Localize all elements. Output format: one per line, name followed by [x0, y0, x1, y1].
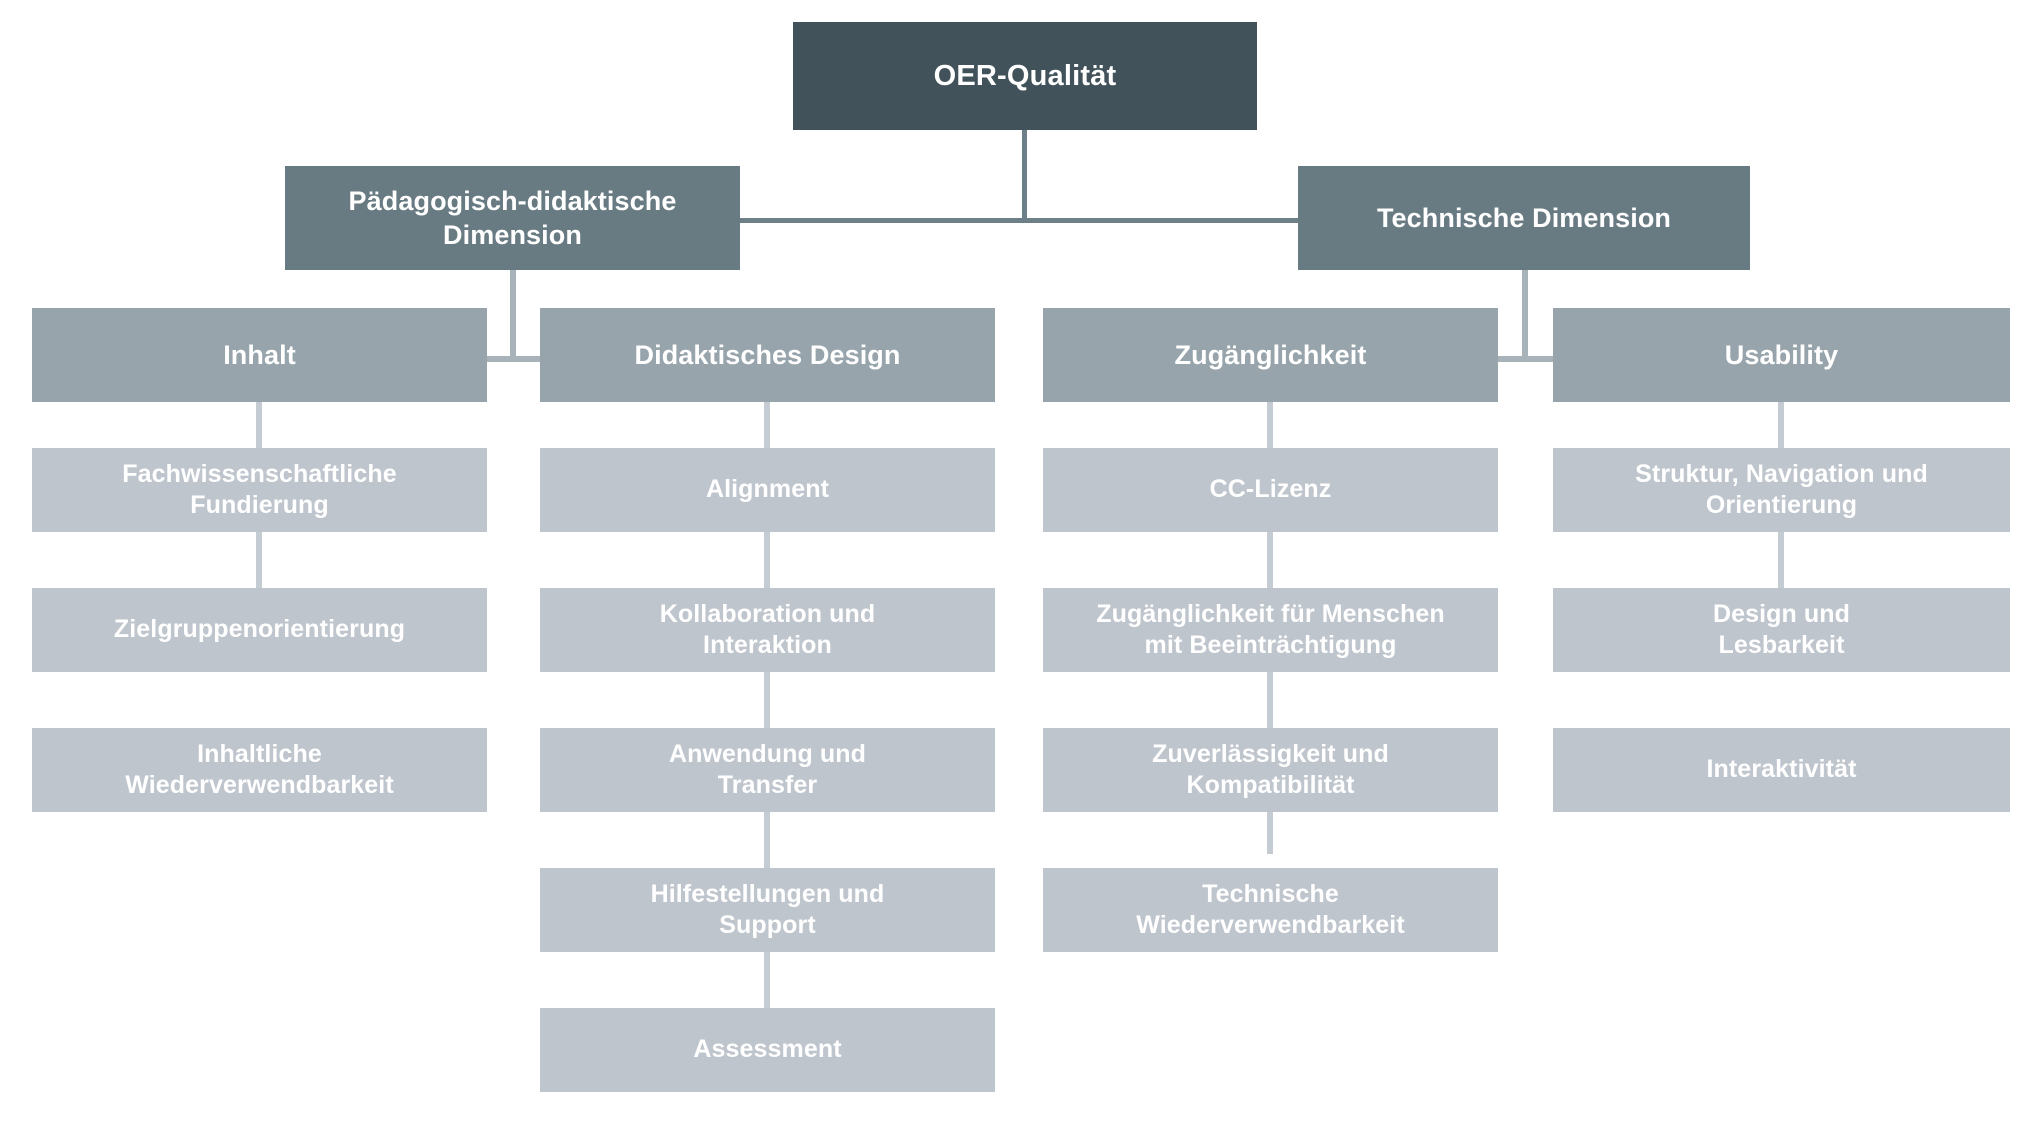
node-usability[interactable]: Usability [1553, 308, 2010, 402]
node-oer-qualitaet[interactable]: OER-Qualität [793, 22, 1257, 130]
node-zugaenglichkeit-fuer-menschen-mit-beeintraechtigung[interactable]: Zugänglichkeit für Menschen mit Beeinträ… [1043, 588, 1498, 672]
connector-pedagogical-bar [485, 356, 543, 362]
node-interaktivitaet[interactable]: Interaktivität [1553, 728, 2010, 812]
node-kollaboration-und-interaktion[interactable]: Kollaboration und Interaktion [540, 588, 995, 672]
node-zuverlaessigkeit-und-kompatibilitaet[interactable]: Zuverlässigkeit und Kompatibilität [1043, 728, 1498, 812]
node-inhaltliche-wiederverwendbarkeit[interactable]: Inhaltliche Wiederverwendbarkeit [32, 728, 487, 812]
node-design-und-lesbarkeit[interactable]: Design und Lesbarkeit [1553, 588, 2010, 672]
node-alignment[interactable]: Alignment [540, 448, 995, 532]
connector-pedagogical-stem [510, 270, 516, 362]
connector-technical-stem [1522, 270, 1528, 362]
node-zugaenglichkeit[interactable]: Zugänglichkeit [1043, 308, 1498, 402]
node-technische-wiederverwendbarkeit[interactable]: Technische Wiederverwendbarkeit [1043, 868, 1498, 952]
node-inhalt[interactable]: Inhalt [32, 308, 487, 402]
node-paedagogisch-didaktische-dimension[interactable]: Pädagogisch-didaktische Dimension [285, 166, 740, 270]
node-anwendung-und-transfer[interactable]: Anwendung und Transfer [540, 728, 995, 812]
node-fachwissenschaftliche-fundierung[interactable]: Fachwissenschaftliche Fundierung [32, 448, 487, 532]
node-zielgruppenorientierung[interactable]: Zielgruppenorientierung [32, 588, 487, 672]
node-didaktisches-design[interactable]: Didaktisches Design [540, 308, 995, 402]
node-struktur-navigation-und-orientierung[interactable]: Struktur, Navigation und Orientierung [1553, 448, 2010, 532]
node-cc-lizenz[interactable]: CC-Lizenz [1043, 448, 1498, 532]
connector-technical-bar [1497, 356, 1555, 362]
connector-root-stem [1022, 130, 1027, 222]
node-technische-dimension[interactable]: Technische Dimension [1298, 166, 1750, 270]
node-hilfestellungen-und-support[interactable]: Hilfestellungen und Support [540, 868, 995, 952]
connector-root-bar [512, 218, 1524, 223]
node-assessment[interactable]: Assessment [540, 1008, 995, 1092]
